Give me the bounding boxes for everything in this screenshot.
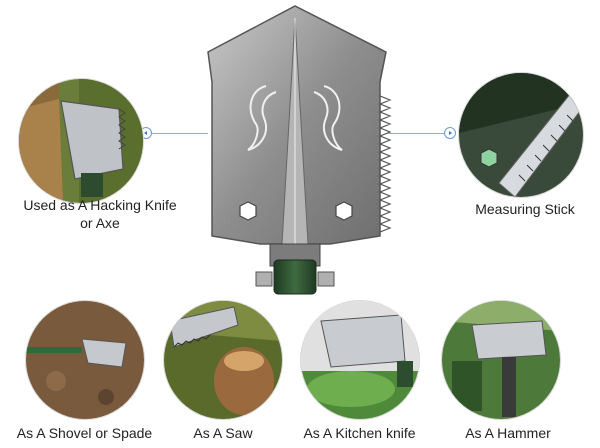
hammer-caption: As A Hammer <box>465 425 551 441</box>
hacking-caption-line1: Used as A Hacking Knife <box>23 197 177 213</box>
hacking-caption-line2: or Axe <box>80 215 120 231</box>
wood-chopping-photo <box>18 78 144 204</box>
ruler-scale-photo <box>458 72 584 198</box>
sawing-log-photo <box>163 300 283 420</box>
hammering-photo <box>441 300 561 420</box>
cutting-vegetables-photo <box>300 300 420 420</box>
digging-soil-photo <box>25 300 145 420</box>
arrow-right-icon <box>444 127 456 139</box>
shovel-caption: As A Shovel or Spade <box>16 425 153 441</box>
measuring-stick-caption: Measuring Stick <box>475 201 575 217</box>
connector-line-right <box>388 133 448 134</box>
shovel-blade-illustration <box>190 0 400 300</box>
hacking-knife-caption: Used as A Hacking Knife or Axe <box>15 196 185 232</box>
kitchen-knife-caption: As A Kitchen knife <box>303 425 416 441</box>
connector-line-left <box>148 133 208 134</box>
saw-caption: As A Saw <box>193 425 253 441</box>
